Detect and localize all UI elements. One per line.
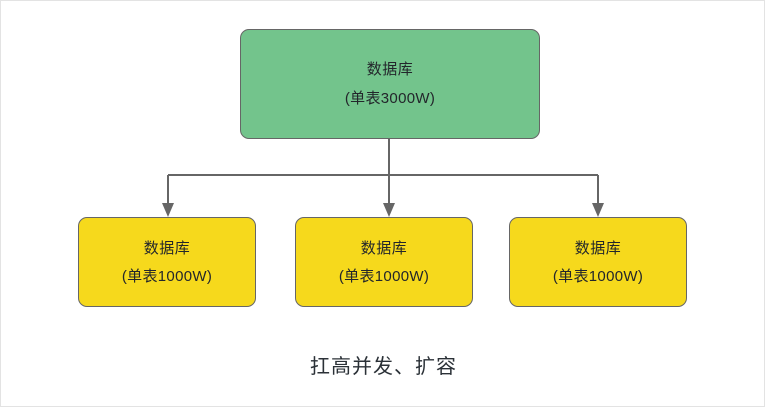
shard-database-node-2: 数据库 (单表1000W) bbox=[295, 217, 473, 307]
root-node-title: 数据库 bbox=[366, 61, 414, 78]
root-database-node: 数据库 (单表3000W) bbox=[240, 29, 540, 139]
shard-node-subtitle: (单表1000W) bbox=[338, 267, 430, 285]
shard-node-subtitle: (单表1000W) bbox=[121, 267, 213, 285]
arrowhead-right-icon bbox=[592, 203, 604, 217]
shard-node-title: 数据库 bbox=[143, 239, 191, 257]
arrowhead-center-icon bbox=[383, 203, 395, 217]
arrowhead-left-icon bbox=[162, 203, 174, 217]
shard-node-title: 数据库 bbox=[360, 239, 408, 257]
shard-node-subtitle: (单表1000W) bbox=[552, 267, 644, 285]
shard-database-node-3: 数据库 (单表1000W) bbox=[509, 217, 687, 307]
diagram-caption: 扛高并发、扩容 bbox=[310, 356, 457, 378]
shard-node-title: 数据库 bbox=[574, 239, 622, 257]
root-node-subtitle: (单表3000W) bbox=[344, 90, 436, 107]
shard-database-node-1: 数据库 (单表1000W) bbox=[78, 217, 256, 307]
